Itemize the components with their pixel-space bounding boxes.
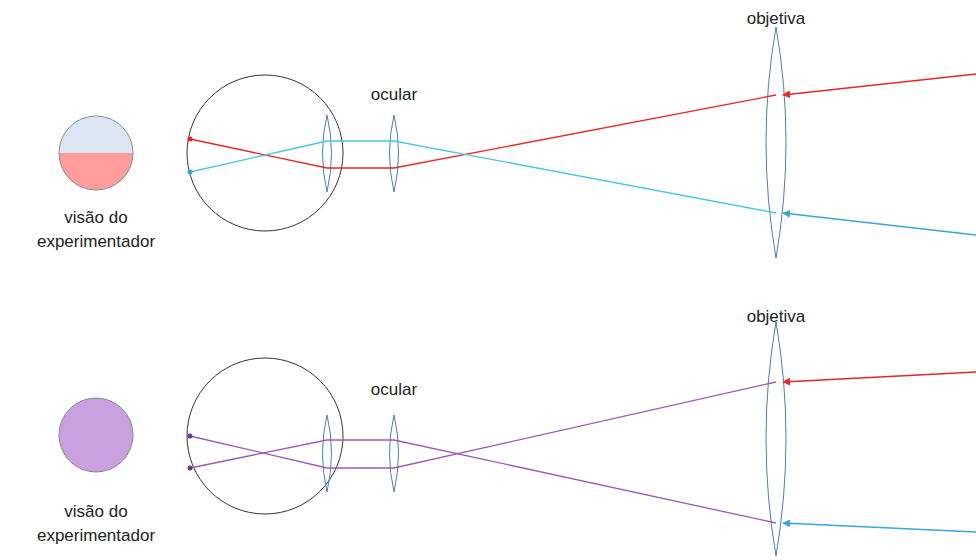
objective-lens (766, 27, 786, 258)
incoming-ray (783, 372, 976, 382)
lens-label: ocular (344, 83, 444, 107)
mixed-ray (190, 382, 776, 468)
eye-lens (323, 115, 332, 192)
retina-point (188, 434, 193, 439)
lens-label: ocular (344, 378, 444, 402)
incoming-ray (783, 523, 976, 532)
red-ray (190, 95, 776, 168)
retina-point (188, 466, 193, 471)
view-ground (59, 153, 133, 191)
eye-ball (187, 75, 343, 231)
lens-label: objetiva (716, 7, 836, 31)
view-outline (59, 116, 133, 190)
eye-ball (187, 358, 343, 514)
observer-view (59, 116, 133, 191)
eye-lens (323, 415, 332, 492)
incoming-ray (783, 74, 976, 95)
view-sky (59, 116, 133, 153)
view-label: visão do experimentador (11, 206, 181, 254)
retina-point (188, 137, 193, 142)
incoming-ray (783, 213, 976, 235)
ocular-lens (390, 415, 399, 492)
mixed-ray (190, 440, 776, 523)
ocular-lens (390, 115, 399, 192)
view-label: visão do experimentador (11, 500, 181, 548)
blue-ray (190, 141, 776, 213)
retina-point (188, 170, 193, 175)
lens-label: objetiva (716, 305, 836, 329)
observer-view (59, 398, 133, 472)
